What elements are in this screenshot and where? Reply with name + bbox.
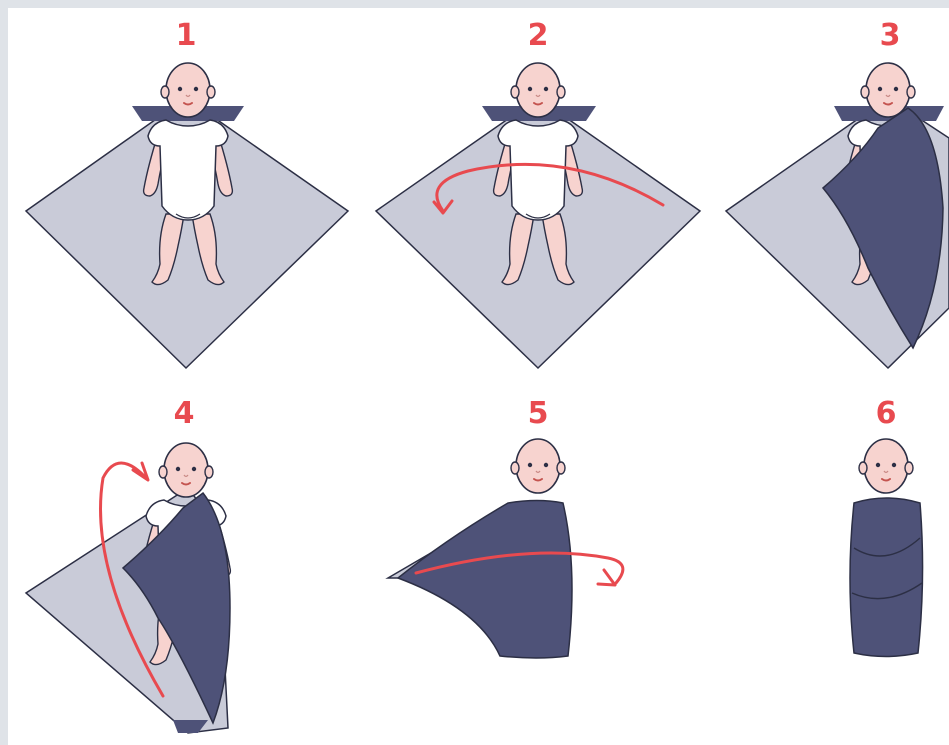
step-6: 6 [850, 396, 923, 657]
arrow-head [598, 570, 615, 585]
baby-head [511, 439, 565, 493]
baby-head [859, 439, 913, 493]
swaddled-body [850, 498, 923, 657]
step-5: 5 [388, 396, 623, 658]
step-number: 5 [528, 396, 549, 431]
step-number: 1 [176, 18, 197, 53]
step-number: 6 [876, 396, 897, 431]
swaddle-steps-illustration: 1 2 3 [8, 8, 949, 745]
step-number: 4 [174, 396, 195, 431]
step-number: 3 [880, 18, 901, 53]
step-3: 3 [726, 18, 949, 368]
step-4: 4 [26, 396, 230, 733]
swaddle-diagram-svg: 1 2 3 [8, 8, 949, 745]
step-2: 2 [376, 18, 700, 368]
step-number: 2 [528, 18, 549, 53]
step-1: 1 [26, 18, 348, 368]
blanket-wrap [398, 501, 572, 659]
